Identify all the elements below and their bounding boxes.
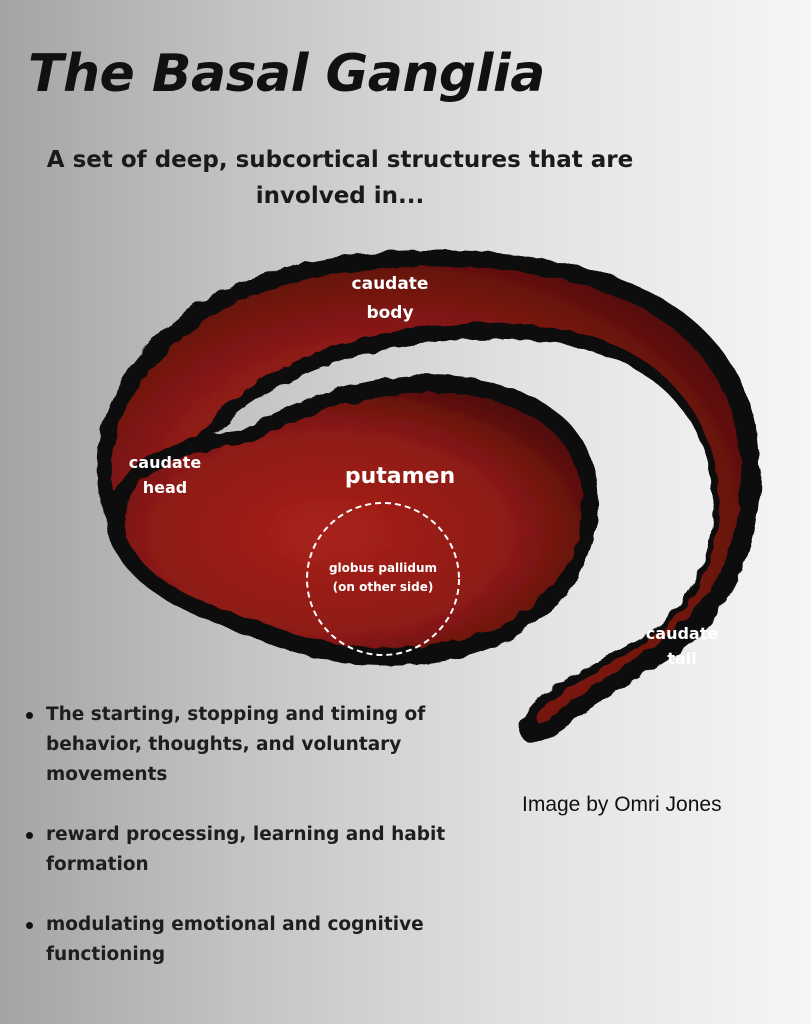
- putamen: [107, 375, 599, 666]
- list-item: The starting, stopping and timing of beh…: [22, 700, 492, 790]
- list-item-text: reward processing, learning and habit fo…: [46, 824, 446, 875]
- label-caudate-head-2: head: [143, 478, 188, 497]
- caudate-nucleus: [96, 249, 761, 743]
- label-caudate-body-2: body: [366, 303, 413, 323]
- image-credit: Image by Omri Jones: [522, 793, 722, 816]
- function-list: The starting, stopping and timing of beh…: [22, 700, 492, 970]
- bullet-dot-icon: [26, 712, 33, 719]
- label-caudate-tail-2: tail: [667, 649, 696, 668]
- list-item: modulating emotional and cognitive funct…: [22, 910, 492, 970]
- bullet-dot-icon: [26, 832, 33, 839]
- globus-pallidum-outline: [306, 502, 460, 656]
- list-item-text: modulating emotional and cognitive funct…: [46, 914, 424, 965]
- subtitle: A set of deep, subcortical structures th…: [46, 147, 634, 209]
- bullet-dot-icon: [26, 922, 33, 929]
- list-item-text: The starting, stopping and timing of beh…: [46, 704, 426, 785]
- basal-ganglia-diagram: caudate body caudate head putamen globus…: [96, 249, 761, 743]
- label-globus-1: globus pallidum: [329, 561, 437, 575]
- label-caudate-body-1: caudate: [352, 274, 429, 294]
- list-item: reward processing, learning and habit fo…: [22, 820, 492, 880]
- label-caudate-tail-1: caudate: [646, 624, 719, 643]
- page-title: The Basal Ganglia: [28, 44, 545, 104]
- label-globus-2: (on other side): [333, 580, 434, 594]
- label-putamen: putamen: [345, 464, 455, 489]
- label-caudate-head-1: caudate: [129, 453, 202, 472]
